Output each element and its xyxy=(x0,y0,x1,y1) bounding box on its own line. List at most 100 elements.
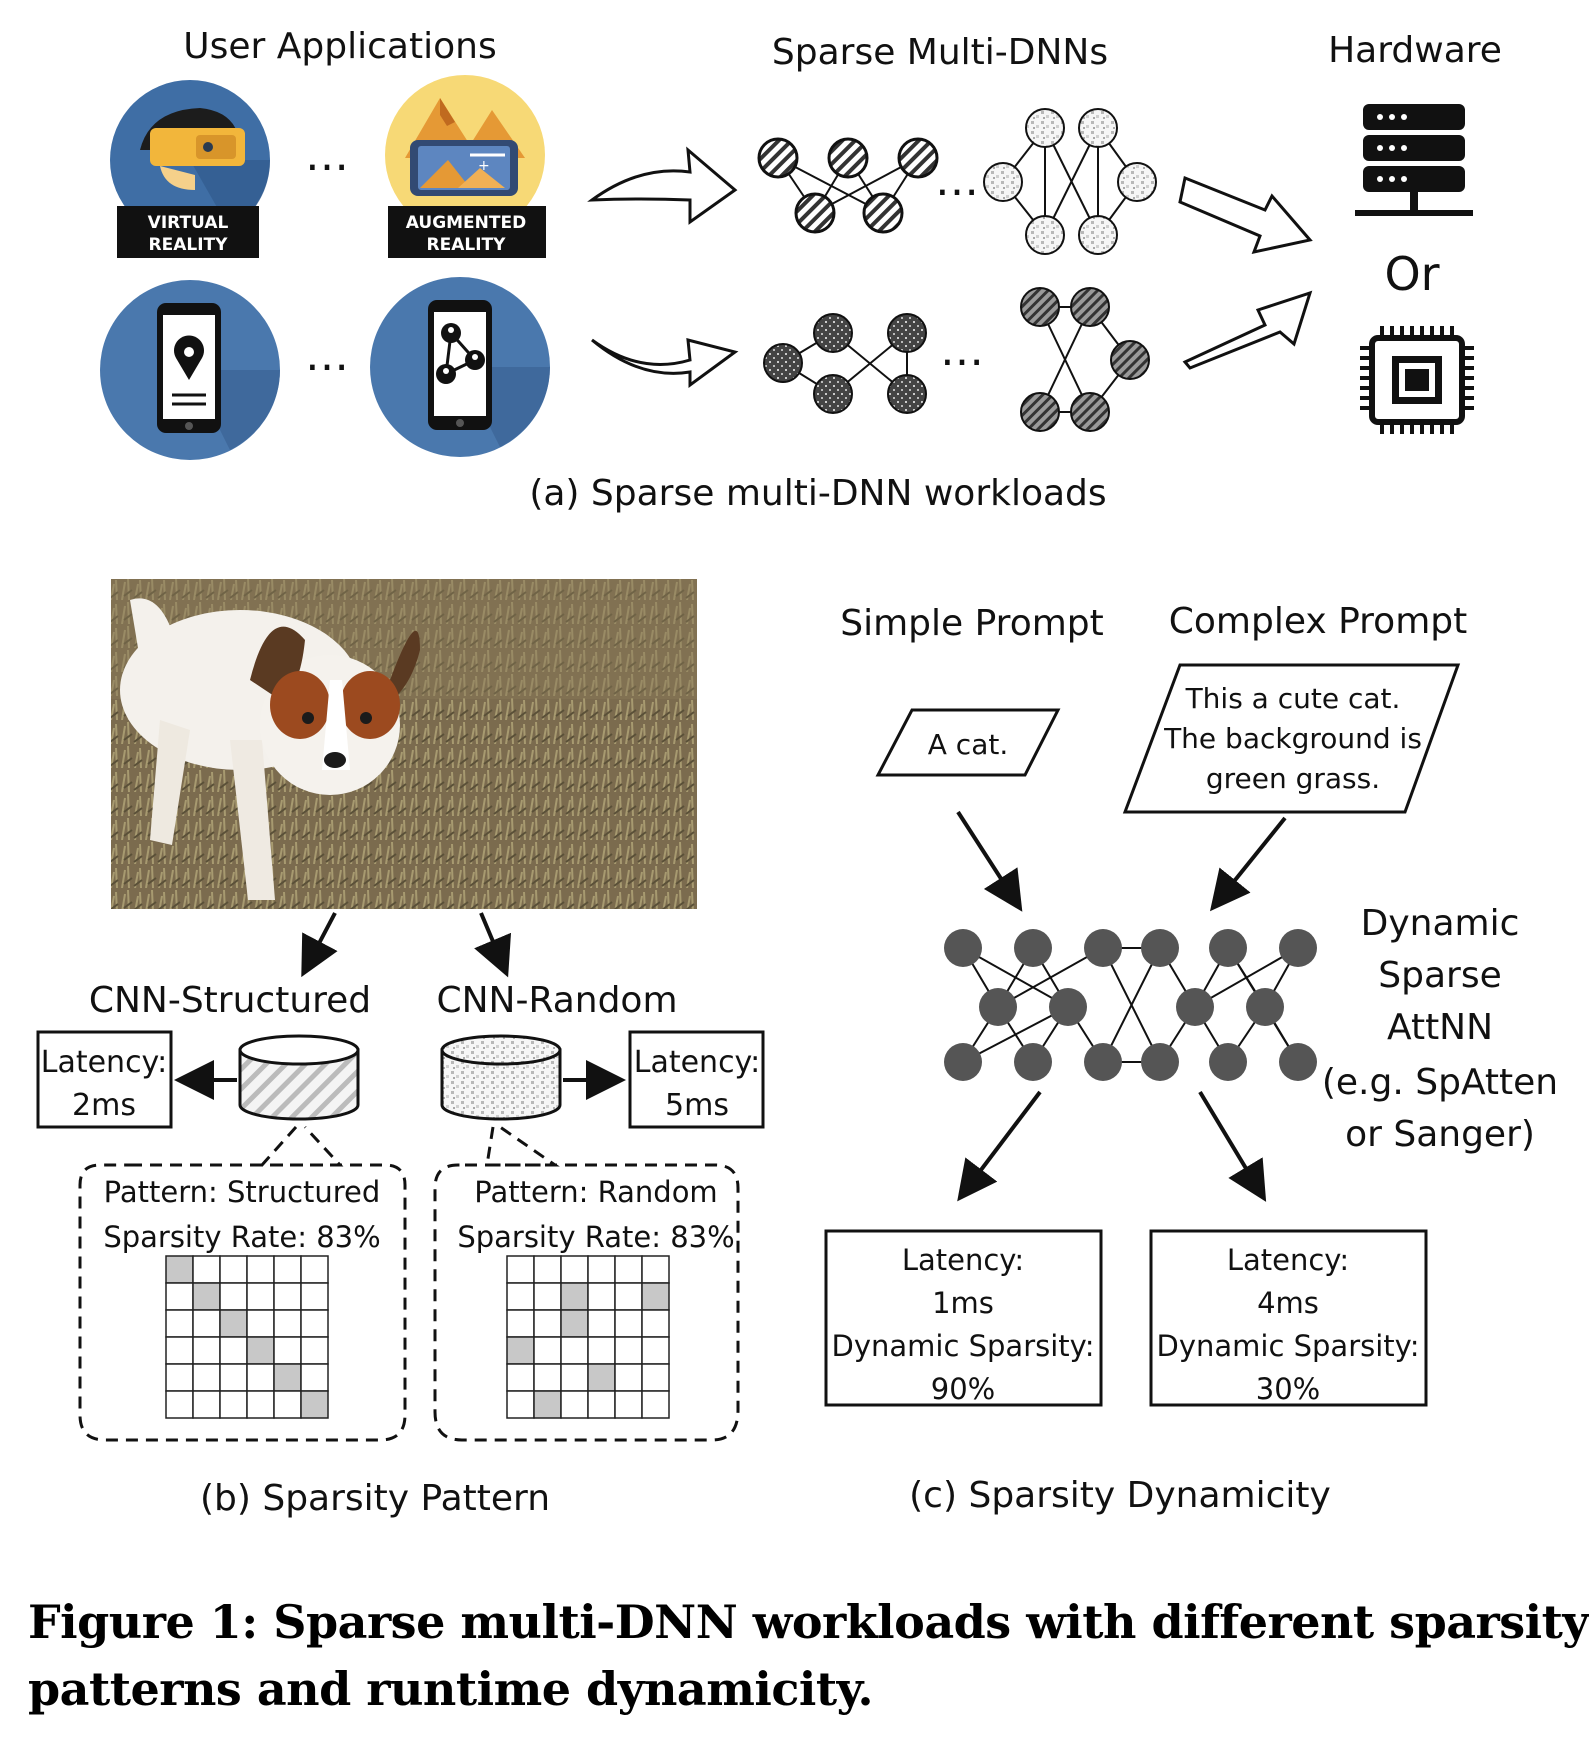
structured-sparsity-grid xyxy=(165,1255,329,1419)
model-label-line2: Sparse xyxy=(1378,955,1501,996)
svg-text:+: + xyxy=(478,158,490,174)
right-dynamic-label: Dynamic Sparsity: xyxy=(1157,1329,1420,1363)
grid-cell xyxy=(192,1336,221,1365)
grid-cell xyxy=(506,1255,535,1284)
figure-caption-line1: Figure 1: Sparse multi-DNN workloads wit… xyxy=(28,1595,1589,1649)
grid-cell xyxy=(165,1336,194,1365)
grid-cell-nonzero xyxy=(246,1336,275,1365)
grid-cell xyxy=(192,1255,221,1284)
panel-b-caption: (b) Sparsity Pattern xyxy=(200,1478,550,1519)
right-latency-label: Latency: xyxy=(1227,1243,1349,1277)
grid-cell xyxy=(587,1336,616,1365)
complex-prompt-line1: This a cute cat. xyxy=(1185,682,1401,715)
hollow-arrow-bottom xyxy=(591,338,739,388)
grid-cell-nonzero xyxy=(641,1282,670,1311)
grid-cell xyxy=(246,1309,275,1338)
grid-cell xyxy=(165,1390,194,1419)
random-sparsity-label: Sparsity Rate: 83% xyxy=(457,1220,734,1254)
sparse-multi-dnns-title: Sparse Multi-DNNs xyxy=(772,32,1108,73)
model-label-line4: (e.g. SpAtten xyxy=(1322,1062,1558,1103)
phone-network-icon xyxy=(370,277,550,457)
random-cylinder xyxy=(440,1034,562,1121)
grid-cell-nonzero xyxy=(560,1309,589,1338)
grid-cell xyxy=(246,1363,275,1392)
grid-cell xyxy=(300,1255,329,1284)
complex-prompt-line3: green grass. xyxy=(1206,762,1380,795)
arrow-to-random xyxy=(474,912,512,978)
ar-label-line2: REALITY xyxy=(427,235,507,255)
grid-cell xyxy=(560,1390,589,1419)
model-label-line3: AttNN xyxy=(1387,1007,1493,1048)
simple-prompt-title: Simple Prompt xyxy=(840,603,1104,644)
grid-cell xyxy=(614,1282,643,1311)
ellipsis-vr: … xyxy=(305,130,349,181)
grid-cell xyxy=(641,1336,670,1365)
vr-label-line2: REALITY xyxy=(149,235,229,255)
complex-prompt-title: Complex Prompt xyxy=(1169,601,1468,642)
grid-cell xyxy=(192,1390,221,1419)
left-latency-value: 1ms xyxy=(932,1286,994,1320)
grid-cell xyxy=(641,1363,670,1392)
structured-latency-value: 2ms xyxy=(72,1088,136,1123)
hardware-title: Hardware xyxy=(1328,30,1502,71)
user-apps-title: User Applications xyxy=(183,26,496,67)
grid-cell xyxy=(506,1390,535,1419)
grid-cell xyxy=(614,1309,643,1338)
grid-cell-nonzero xyxy=(506,1336,535,1365)
simple-prompt-box xyxy=(875,708,1061,777)
ar-mountain-icon: + AUGMENTED REALITY xyxy=(385,75,546,258)
random-pattern-callout xyxy=(433,1125,740,1442)
grid-cell xyxy=(273,1309,302,1338)
dnn-hatched-top xyxy=(757,137,939,234)
arrow-complex-to-model xyxy=(1209,816,1287,912)
grid-cell xyxy=(219,1336,248,1365)
cnn-structured-title: CNN-Structured xyxy=(89,980,371,1021)
left-result-box xyxy=(824,1229,1103,1407)
grid-cell xyxy=(533,1336,562,1365)
hollow-arrow-to-hardware-bottom xyxy=(1182,290,1313,370)
grid-cell xyxy=(533,1309,562,1338)
right-sparsity-value: 30% xyxy=(1256,1372,1320,1406)
grid-cell xyxy=(614,1363,643,1392)
grid-cell xyxy=(300,1282,329,1311)
grid-cell xyxy=(192,1363,221,1392)
grid-cell xyxy=(273,1255,302,1284)
grid-cell xyxy=(533,1255,562,1284)
grid-cell xyxy=(587,1390,616,1419)
grid-cell-nonzero xyxy=(219,1309,248,1338)
panel-a-caption: (a) Sparse multi-DNN workloads xyxy=(529,473,1106,514)
dnn-hatched-bottom xyxy=(1020,287,1150,432)
grid-cell xyxy=(219,1363,248,1392)
grid-cell xyxy=(273,1336,302,1365)
arrow-simple-to-model xyxy=(956,810,1023,912)
model-label-line1: Dynamic xyxy=(1361,903,1520,944)
grid-cell xyxy=(641,1390,670,1419)
figure-caption-line2: patterns and runtime dynamicity. xyxy=(28,1662,874,1716)
complex-prompt-line2: The background is xyxy=(1163,722,1422,755)
dynamic-sparse-attnn-graph xyxy=(944,929,1317,1081)
grid-cell xyxy=(246,1282,275,1311)
model-label-line5: or Sanger) xyxy=(1345,1114,1535,1155)
grid-cell xyxy=(219,1390,248,1419)
ellipsis-dnn-top: … xyxy=(935,155,979,206)
arrow-model-to-right-result xyxy=(1198,1090,1267,1202)
grid-cell xyxy=(614,1336,643,1365)
structured-sparsity-label: Sparsity Rate: 83% xyxy=(103,1220,380,1254)
grid-cell-nonzero xyxy=(192,1282,221,1311)
grid-cell xyxy=(587,1282,616,1311)
random-pattern-label: Pattern: Random xyxy=(474,1175,717,1209)
grid-cell xyxy=(246,1390,275,1419)
grid-cell xyxy=(246,1255,275,1284)
grid-cell xyxy=(165,1309,194,1338)
random-sparsity-grid xyxy=(506,1255,670,1419)
grid-cell xyxy=(614,1390,643,1419)
cnn-random-title: CNN-Random xyxy=(436,980,677,1021)
left-latency-label: Latency: xyxy=(902,1243,1024,1277)
structured-latency-box xyxy=(36,1030,173,1129)
grid-cell xyxy=(165,1363,194,1392)
structured-latency-label: Latency: xyxy=(41,1045,168,1080)
grid-cell xyxy=(219,1255,248,1284)
or-label: Or xyxy=(1384,247,1439,301)
arrow-model-to-left-result xyxy=(957,1090,1042,1202)
